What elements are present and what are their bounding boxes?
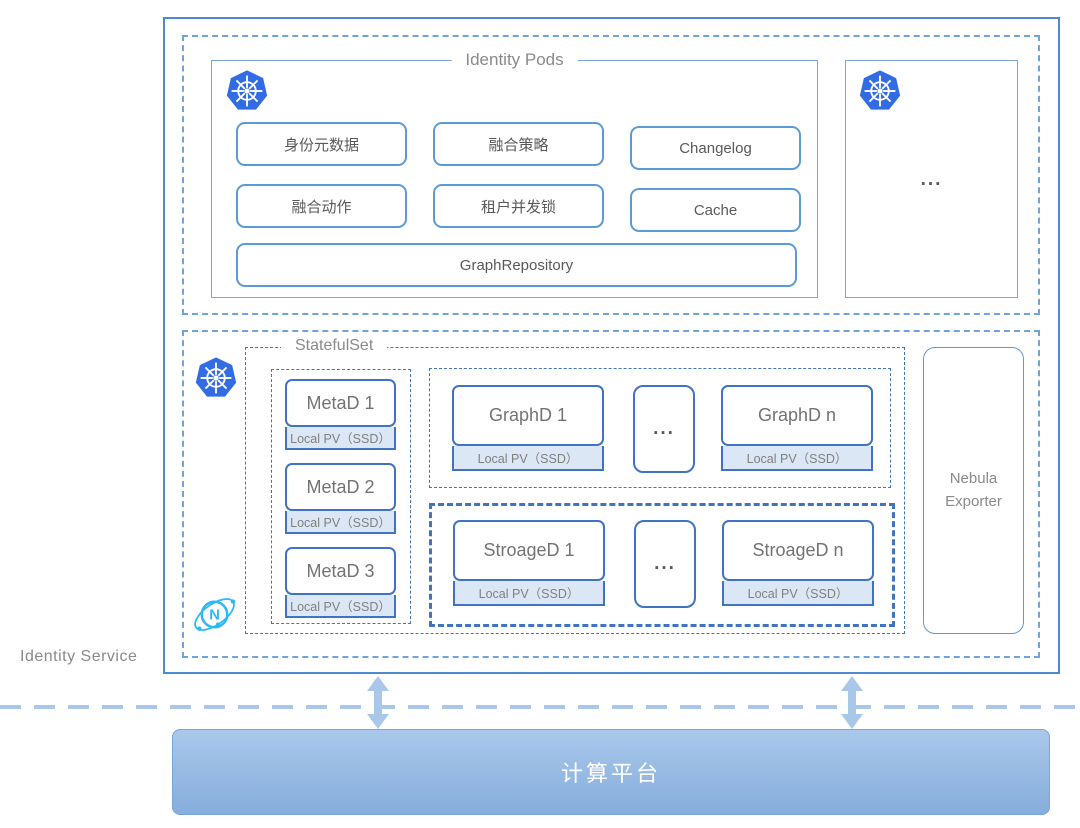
nebula-exporter-box: Nebula Exporter <box>923 347 1024 634</box>
identity-service-label: Identity Service <box>20 648 138 665</box>
compute-platform-label: 计算平台 <box>560 761 661 786</box>
metad-1-label: MetaD 1 <box>285 379 396 427</box>
storaged-1-node: StroageD 1 Local PV（SSD） <box>453 520 605 606</box>
graphd-n-node: GraphD n Local PV（SSD） <box>721 385 873 471</box>
metad-1-node: MetaD 1 Local PV（SSD） <box>285 379 396 450</box>
metad-3-label: MetaD 3 <box>285 547 396 595</box>
storaged-1-label: StroageD 1 <box>453 520 605 581</box>
metad-group: MetaD 1 Local PV（SSD） MetaD 2 Local PV（S… <box>271 369 411 624</box>
graphd-ellipsis: ... <box>653 418 675 439</box>
local-pv-label: Local PV（SSD） <box>452 446 604 471</box>
storaged-group: StroageD 1 Local PV（SSD） ... StroageD n … <box>429 503 895 627</box>
graphd-1-label: GraphD 1 <box>452 385 604 446</box>
more-pods-ellipsis: ... <box>920 169 943 190</box>
graphd-ellipsis-box: ... <box>633 385 695 473</box>
metad-2-label: MetaD 2 <box>285 463 396 511</box>
statefulset-box: StatefulSet MetaD 1 Local PV（SSD） MetaD … <box>245 337 905 634</box>
storaged-n-node: StroageD n Local PV（SSD） <box>722 520 874 606</box>
local-pv-label: Local PV（SSD） <box>285 595 396 618</box>
more-pods-box: ... <box>845 60 1018 298</box>
statefulset-title: StatefulSet <box>281 337 388 355</box>
local-pv-label: Local PV（SSD） <box>453 581 605 606</box>
kubernetes-icon <box>194 356 238 398</box>
storaged-n-label: StroageD n <box>722 520 874 581</box>
graphd-n-label: GraphD n <box>721 385 873 446</box>
module-graph-repository: GraphRepository <box>236 243 797 287</box>
kubernetes-icon <box>858 69 902 111</box>
storaged-ellipsis: ... <box>654 553 676 574</box>
storage-layer: StatefulSet MetaD 1 Local PV（SSD） MetaD … <box>182 330 1040 658</box>
graphd-1-node: GraphD 1 Local PV（SSD） <box>452 385 604 471</box>
module-cache: Cache <box>630 188 801 232</box>
storaged-ellipsis-box: ... <box>634 520 696 608</box>
identity-pods-box: Identity Pods 身份元数据 融合策略 Changelog 融合动作 … <box>211 50 818 298</box>
platform-boundary-line <box>0 705 1080 709</box>
local-pv-label: Local PV（SSD） <box>721 446 873 471</box>
module-changelog: Changelog <box>630 126 801 170</box>
kubernetes-icon <box>225 69 269 111</box>
graphd-group: GraphD 1 Local PV（SSD） ... GraphD n Loca… <box>429 368 891 488</box>
module-fusion-strategy: 融合策略 <box>433 122 604 166</box>
module-fusion-action: 融合动作 <box>236 184 407 228</box>
local-pv-label: Local PV（SSD） <box>285 427 396 450</box>
nebula-exporter-label: Nebula Exporter <box>945 470 1002 510</box>
metad-3-node: MetaD 3 Local PV（SSD） <box>285 547 396 618</box>
connection-arrow-left <box>367 676 389 729</box>
local-pv-label: Local PV（SSD） <box>722 581 874 606</box>
nebula-graph-icon <box>190 590 239 639</box>
compute-platform-box: 计算平台 <box>172 729 1050 815</box>
pods-layer: Identity Pods 身份元数据 融合策略 Changelog 融合动作 … <box>182 35 1040 315</box>
local-pv-label: Local PV（SSD） <box>285 511 396 534</box>
connection-arrow-right <box>841 676 863 729</box>
metad-2-node: MetaD 2 Local PV（SSD） <box>285 463 396 534</box>
identity-pods-title: Identity Pods <box>451 50 578 70</box>
module-identity-metadata: 身份元数据 <box>236 122 407 166</box>
module-tenant-lock: 租户并发锁 <box>433 184 604 228</box>
